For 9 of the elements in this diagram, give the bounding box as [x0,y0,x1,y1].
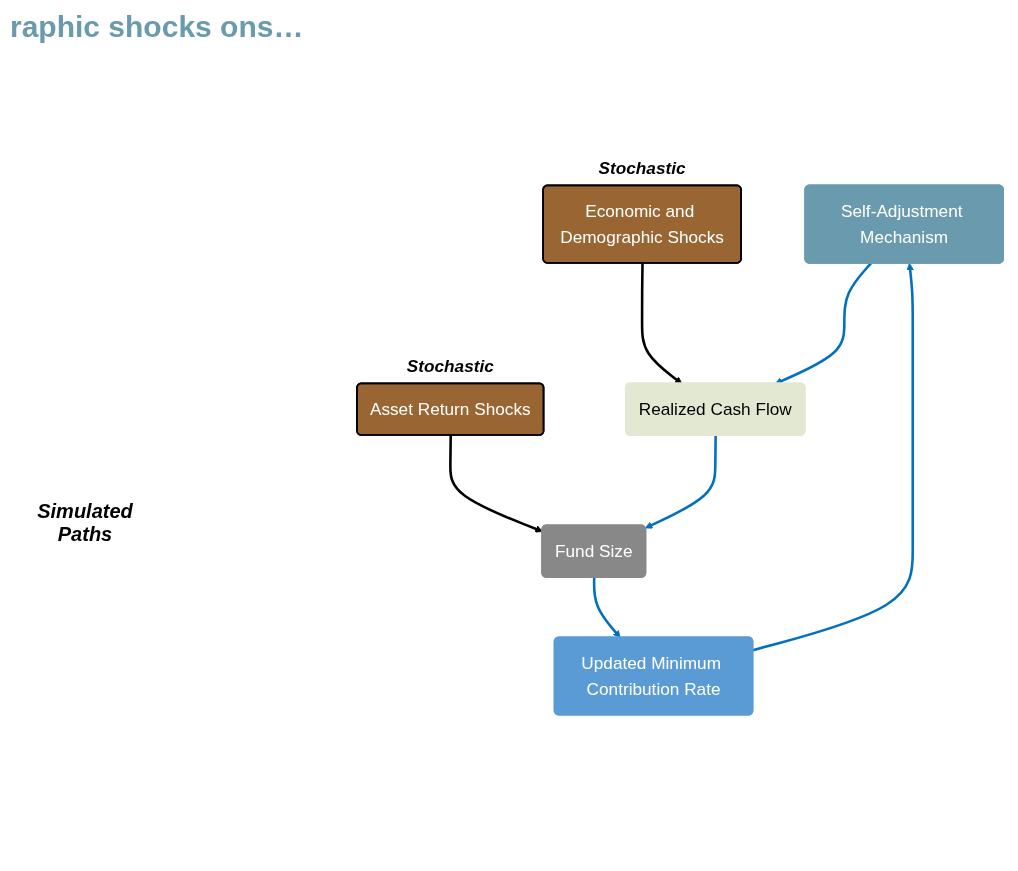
arrow [640,263,683,385]
side-label: Simulated Paths [36,500,134,546]
title: raphic shocks ons… [10,10,305,44]
node-label: Stochastic [406,356,494,376]
arrow [752,262,915,652]
arrow [592,577,621,639]
arrow [449,435,543,533]
node-label: Stochastic [598,158,686,178]
arrow [645,435,717,529]
